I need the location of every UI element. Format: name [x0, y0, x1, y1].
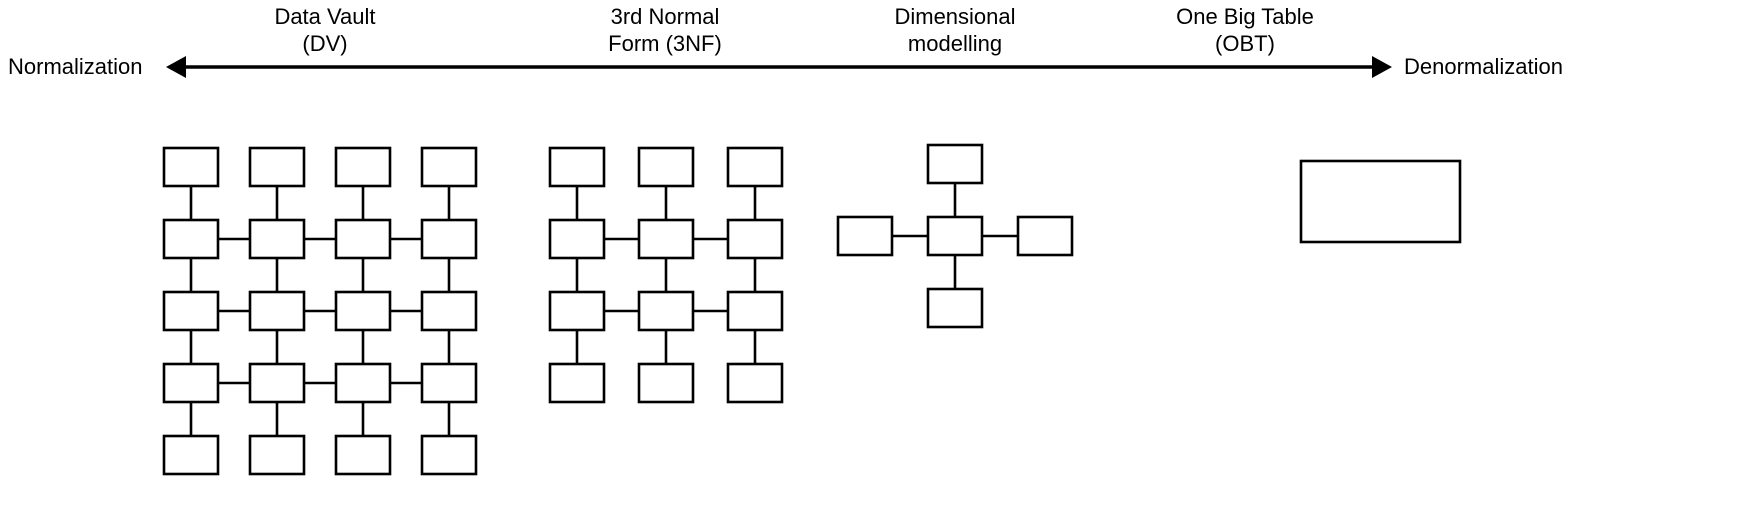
- schema-node: [726, 362, 784, 404]
- schema-node: [334, 434, 392, 476]
- schema-node: [334, 146, 392, 188]
- schema-node: [420, 290, 478, 332]
- schema-node: [420, 146, 478, 188]
- axis-arrowhead-right-icon: [1372, 56, 1392, 78]
- approach-label-line2: modelling: [907, 31, 1003, 56]
- schema-data-vault: [162, 146, 478, 476]
- schema-third-normal-form: [548, 146, 784, 404]
- schema-node: [248, 218, 306, 260]
- schema-dimensional-modelling: [836, 143, 1074, 329]
- approach-label-line2: (OBT): [1215, 31, 1275, 56]
- dimension-node-left: [836, 215, 894, 257]
- schema-node: [420, 218, 478, 260]
- schema-node: [248, 290, 306, 332]
- schema-node: [548, 218, 606, 260]
- schema-node: [248, 434, 306, 476]
- approach-label-one-big-table: One Big Table (OBT): [1100, 3, 1390, 57]
- approach-label-dimensional-modelling: Dimensional modelling: [810, 3, 1100, 57]
- normalization-axis: [166, 56, 1392, 78]
- schema-node: [162, 218, 220, 260]
- approach-label-line1: One Big Table: [1176, 4, 1314, 29]
- one-big-table-node: [1299, 159, 1462, 244]
- schema-node: [162, 434, 220, 476]
- schema-node: [548, 362, 606, 404]
- schema-node: [334, 218, 392, 260]
- approach-label-line1: Data Vault: [274, 4, 376, 29]
- fact-table-node: [926, 215, 984, 257]
- approach-label-line2: (DV): [302, 31, 348, 56]
- schema-node: [637, 218, 695, 260]
- schema-node: [548, 146, 606, 188]
- schema-node: [248, 362, 306, 404]
- dimension-node-bottom: [926, 287, 984, 329]
- schema-node: [334, 362, 392, 404]
- dimension-node-right: [1016, 215, 1074, 257]
- axis-label-denormalization: Denormalization: [1404, 54, 1563, 79]
- schema-node: [162, 362, 220, 404]
- approach-label-line2: Form (3NF): [608, 31, 722, 56]
- schema-one-big-table: [1299, 159, 1462, 244]
- approach-label-line1: Dimensional: [894, 4, 1016, 29]
- schema-node: [248, 146, 306, 188]
- approach-label-line1: 3rd Normal: [610, 4, 720, 29]
- dimension-node-top: [926, 143, 984, 185]
- approach-label-data-vault: Data Vault (DV): [180, 3, 470, 57]
- schema-node: [162, 290, 220, 332]
- approach-label-third-normal-form: 3rd Normal Form (3NF): [520, 3, 810, 57]
- schema-node: [637, 362, 695, 404]
- axis-label-normalization: Normalization: [8, 54, 143, 79]
- schema-node: [420, 434, 478, 476]
- schema-node: [726, 146, 784, 188]
- schema-node: [726, 290, 784, 332]
- schema-node: [162, 146, 220, 188]
- schema-node: [334, 290, 392, 332]
- schema-node: [726, 218, 784, 260]
- schema-node: [548, 290, 606, 332]
- schema-node: [637, 146, 695, 188]
- schema-node: [420, 362, 478, 404]
- schema-node: [637, 290, 695, 332]
- axis-arrowhead-left-icon: [166, 56, 186, 78]
